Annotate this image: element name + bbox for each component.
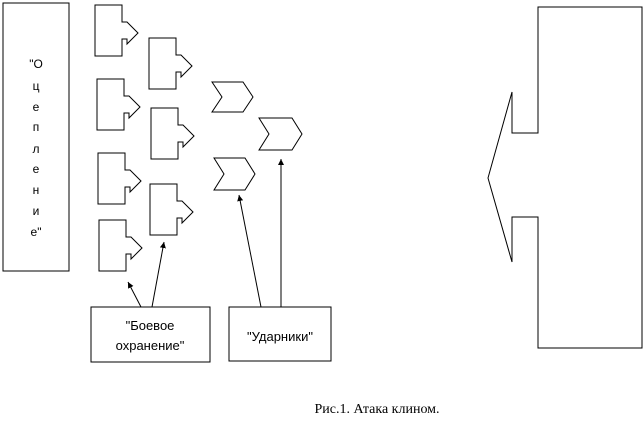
unit-shape xyxy=(148,37,193,90)
encirclement-char: е" xyxy=(31,225,42,239)
guard-pointer-arrow xyxy=(151,241,166,308)
striker-chevron xyxy=(258,117,303,151)
encirclement-box xyxy=(2,2,70,272)
strikers-box xyxy=(228,306,332,362)
encirclement-char: л xyxy=(32,142,39,156)
unit-shape xyxy=(149,183,194,236)
encirclement-char: п xyxy=(33,120,40,134)
strikers-label: "Ударники" xyxy=(247,329,313,344)
striker-chevron xyxy=(213,157,256,191)
encirclement-char: "О xyxy=(29,57,43,71)
encirclement-char: н xyxy=(33,183,40,197)
strikers-pointer-arrow xyxy=(237,194,262,308)
encirclement-label: "О ц е п л е н и е" xyxy=(29,57,43,239)
enemy-formation xyxy=(487,6,643,349)
unit-shape xyxy=(96,78,141,131)
unit-shape xyxy=(97,152,142,205)
encirclement-char: и xyxy=(33,204,40,218)
striker-chevron xyxy=(211,81,254,113)
unit-shape xyxy=(98,219,143,272)
figure-caption: Рис.1. Атака клином. xyxy=(314,402,439,417)
unit-shape xyxy=(150,107,195,160)
unit-shape xyxy=(94,4,139,57)
guard-label-line2: охранение" xyxy=(116,338,185,353)
guard-pointer-arrow xyxy=(127,281,142,308)
guard-label-line1: "Боевое xyxy=(126,318,175,333)
encirclement-char: е xyxy=(33,162,40,176)
encirclement-char: е xyxy=(33,100,40,114)
guard-box xyxy=(90,306,211,363)
encirclement-char: ц xyxy=(33,79,40,93)
